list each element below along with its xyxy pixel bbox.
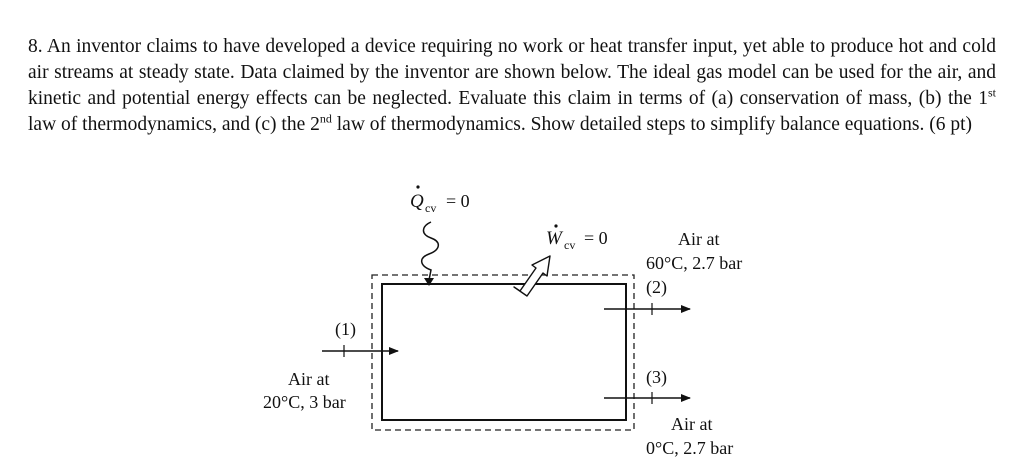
outlet-cold-number: (3) bbox=[646, 367, 667, 388]
heat-transfer-label: Q cv = 0 bbox=[410, 185, 470, 215]
inlet-label-line1: Air at bbox=[288, 369, 329, 389]
work-value: = 0 bbox=[584, 228, 608, 248]
superscript-st: st bbox=[987, 85, 996, 100]
heat-arrow-icon bbox=[424, 278, 434, 286]
problem-text-part2: law of thermodynamics, and (c) the 2 bbox=[28, 114, 320, 135]
problem-number: 8. bbox=[28, 36, 43, 57]
heat-dot-icon bbox=[416, 185, 420, 189]
inlet-stream-1: (1) Air at 20°C, 3 bar bbox=[263, 319, 399, 412]
outlet-hot-number: (2) bbox=[646, 277, 667, 298]
outlet-hot-label-line2: 60°C, 2.7 bar bbox=[646, 253, 742, 273]
work-dot-icon bbox=[554, 224, 558, 228]
outlet-hot-label-line1: Air at bbox=[678, 229, 719, 249]
heat-value: = 0 bbox=[446, 191, 470, 211]
work-symbol: W bbox=[546, 228, 564, 249]
problem-statement: 8. An inventor claims to have developed … bbox=[28, 34, 996, 138]
work-subscript: cv bbox=[564, 238, 575, 252]
outlet-cold-label-line1: Air at bbox=[671, 414, 712, 434]
control-volume-boundary bbox=[371, 274, 635, 431]
outlet-stream-3: (3) Air at 0°C, 2.7 bar bbox=[604, 367, 733, 458]
outlet-stream-2: Air at 60°C, 2.7 bar (2) bbox=[604, 229, 742, 315]
problem-text-part3: law of thermodynamics. Show detailed ste… bbox=[331, 114, 972, 135]
work-shaft-icon bbox=[513, 255, 551, 297]
inlet-number: (1) bbox=[335, 319, 356, 340]
work-transfer-label: W cv = 0 bbox=[546, 224, 608, 252]
device-box bbox=[381, 283, 627, 421]
superscript-nd: nd bbox=[319, 111, 332, 126]
heat-symbol: Q bbox=[410, 191, 424, 212]
outlet-cold-label-line2: 0°C, 2.7 bar bbox=[646, 438, 733, 458]
inlet-label-line2: 20°C, 3 bar bbox=[263, 392, 346, 412]
heat-subscript: cv bbox=[425, 201, 436, 215]
problem-text-part1: An inventor claims to have developed a d… bbox=[28, 36, 996, 109]
wavy-heat-line-icon bbox=[421, 221, 439, 281]
